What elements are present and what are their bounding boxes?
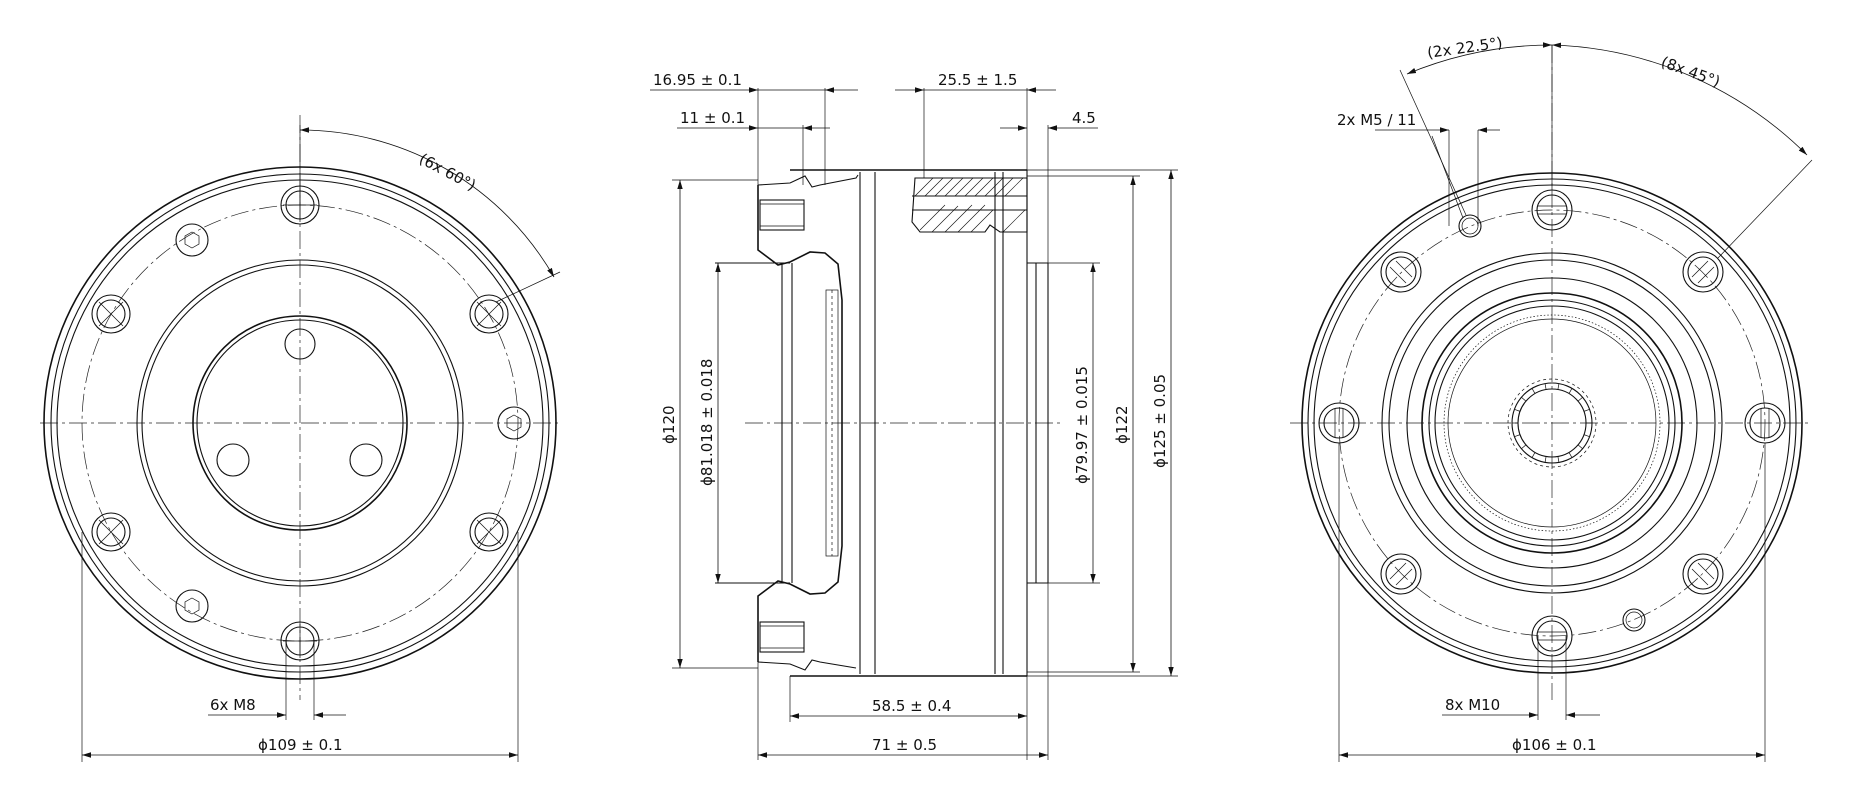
- angle-label: (6x 60°): [416, 150, 479, 195]
- spline-tooth: [1557, 456, 1560, 463]
- spline-tooth: [1557, 383, 1560, 390]
- spline-teeth: [1512, 383, 1592, 463]
- dim-total-length: 71 ± 0.5: [872, 736, 937, 754]
- spline-tooth: [1577, 444, 1583, 449]
- spline-tooth: [1577, 397, 1583, 402]
- diameter-label: ϕ109 ± 0.1: [258, 736, 343, 754]
- spline-tooth: [1531, 452, 1536, 458]
- bolt-hole: [1380, 553, 1422, 595]
- thread-label: 6x M8: [210, 696, 256, 714]
- middle-side-view: 16.95 ± 0.1 11 ± 0.1 25.5 ± 1.5 4.5 ϕ120…: [650, 71, 1178, 760]
- bolt-hole: [469, 294, 509, 334]
- dim-hole-offset: 25.5 ± 1.5: [938, 71, 1017, 89]
- dim-dia-120: ϕ120: [660, 405, 678, 444]
- angle-small-label: (2x 22.5°): [1426, 34, 1504, 62]
- left-front-view: (6x 60°) 6x M8 ϕ109 ± 0.1: [40, 115, 561, 762]
- spline-tooth: [1568, 388, 1573, 394]
- angle-large-label: (8x 45°): [1659, 53, 1723, 91]
- spline-tooth: [1531, 388, 1536, 394]
- bolt-hole: [1682, 553, 1724, 595]
- spline-tooth: [1514, 434, 1521, 438]
- dim-flange-thickness: 16.95 ± 0.1: [653, 71, 742, 89]
- bolt-hole: [1682, 251, 1724, 293]
- dim-dia-81: ϕ81.018 ± 0.018: [698, 359, 716, 486]
- diameter-label: ϕ106 ± 0.1: [1512, 736, 1597, 754]
- dim-step-depth: 11 ± 0.1: [680, 109, 745, 127]
- bolt-hole: [91, 294, 131, 334]
- bolt-hole: [1531, 615, 1573, 657]
- bolt-hole: [469, 512, 509, 552]
- bolt-hole: [91, 512, 131, 552]
- spline-tooth: [1568, 452, 1573, 458]
- dim-body-length: 58.5 ± 0.4: [872, 697, 951, 715]
- spline-tooth: [1544, 383, 1547, 390]
- right-rear-view: (2x 22.5°) (8x 45°) 2x M5 / 11 8x M10 ϕ1…: [1290, 34, 1813, 762]
- dim-dia-122: ϕ122: [1113, 405, 1131, 444]
- small-thread-label: 2x M5 / 11: [1337, 111, 1416, 129]
- spline-tooth: [1583, 408, 1590, 412]
- dim-dia-79: ϕ79.97 ± 0.015: [1073, 366, 1091, 484]
- dim-lip: 4.5: [1072, 109, 1096, 127]
- bolt-hole: [280, 621, 320, 661]
- spline-tooth: [1544, 456, 1547, 463]
- spline-tooth: [1583, 434, 1590, 438]
- dim-dia-125: ϕ125 ± 0.05: [1151, 374, 1169, 468]
- bolt-hole: [1380, 251, 1422, 293]
- spline-tooth: [1514, 408, 1521, 412]
- spline-tooth: [1521, 444, 1527, 449]
- thread-label: 8x M10: [1445, 696, 1500, 714]
- spline-tooth: [1521, 397, 1527, 402]
